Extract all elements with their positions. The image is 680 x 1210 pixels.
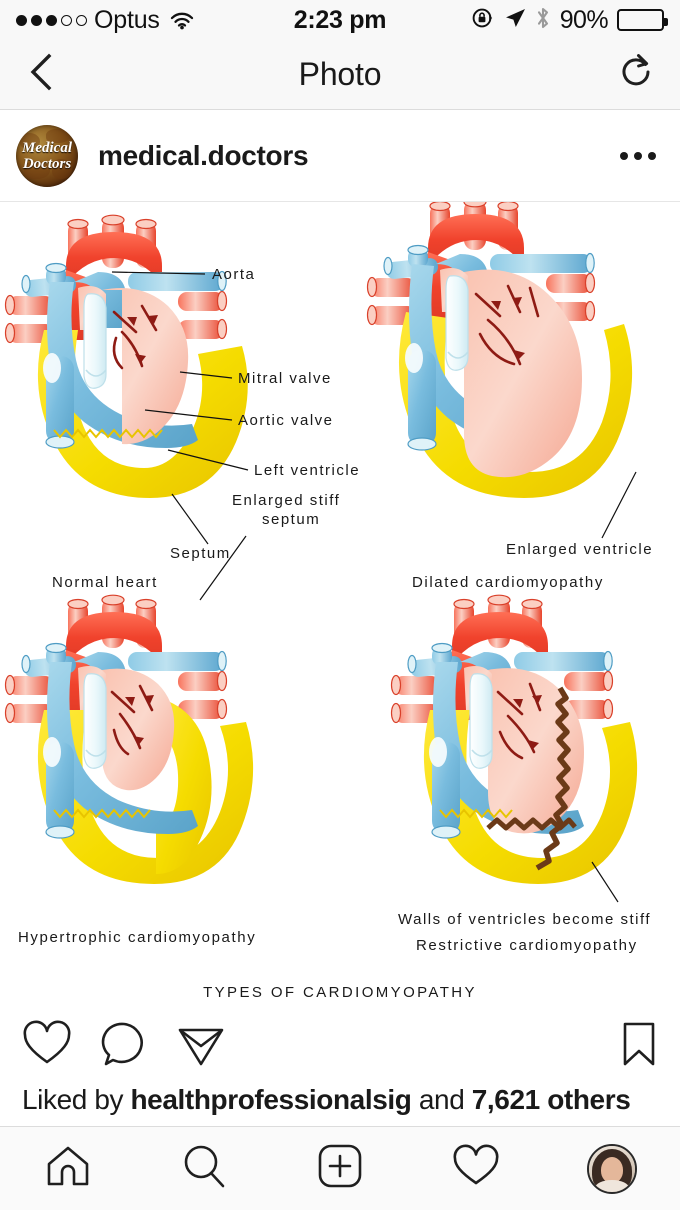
stiff-ventricle-wall xyxy=(535,686,571,871)
tab-activity[interactable] xyxy=(431,1127,521,1210)
battery-percentage: 90% xyxy=(559,5,609,34)
heart-icon xyxy=(452,1144,500,1193)
likes-middle: and xyxy=(411,1084,472,1115)
tab-search[interactable] xyxy=(159,1127,249,1210)
label-enlarged-stiff-line2: septum xyxy=(262,511,320,528)
diagram-title: TYPES OF CARDIOMYOPATHY xyxy=(203,984,477,1001)
heart-icon xyxy=(22,1020,72,1073)
right-heart-chamber xyxy=(47,282,198,448)
label-enlarged-stiff-line1: Enlarged stiff xyxy=(232,492,340,509)
enlarged-left-ventricle xyxy=(464,269,582,478)
likes-prefix: Liked by xyxy=(22,1084,131,1115)
heart-dilated xyxy=(366,202,633,498)
avatar-label-line2: Doctors xyxy=(22,155,72,172)
post-username[interactable]: medical.doctors xyxy=(98,139,309,171)
tab-add[interactable] xyxy=(295,1127,385,1210)
heart-hypertrophic xyxy=(4,594,254,884)
wifi-icon xyxy=(169,10,195,30)
bookmark-icon xyxy=(620,1020,658,1073)
profile-avatar-icon xyxy=(587,1143,637,1194)
caption-normal-heart: Normal heart xyxy=(52,574,158,591)
label-left-ventricle: Left ventricle xyxy=(254,462,360,479)
status-bar: Optus 2:23 pm xyxy=(0,0,680,40)
battery-icon xyxy=(617,9,668,31)
left-ventricle xyxy=(102,288,189,445)
page-title: Photo xyxy=(298,56,382,92)
heart-restrictive xyxy=(390,594,638,884)
label-aortic-valve: Aortic valve xyxy=(238,412,334,429)
save-button[interactable] xyxy=(620,1020,658,1073)
myocardium xyxy=(37,330,248,498)
refresh-icon xyxy=(618,52,654,97)
pulmonary-valve xyxy=(83,293,107,389)
label-aorta: Aorta xyxy=(212,266,255,283)
likes-username[interactable]: healthprofessionalsig xyxy=(130,1084,412,1115)
likes-text: Liked by healthprofessionalsig and 7,621… xyxy=(0,1082,680,1130)
more-options-icon xyxy=(620,151,628,160)
carrier-name: Optus xyxy=(94,5,160,34)
search-icon xyxy=(181,1143,227,1194)
chevron-left-icon xyxy=(26,52,56,97)
cardiomyopathy-diagram: Aorta Mitral valve Aortic valve Left ven… xyxy=(4,202,653,1001)
myocardium-thin xyxy=(398,312,633,498)
caption-hypertrophic: Hypertrophic cardiomyopathy xyxy=(18,929,256,946)
labels-hypertrophic: Enlarged stiff septum xyxy=(199,492,340,601)
right-arteries xyxy=(178,290,228,340)
post-header: Medical Doctors medical.doctors xyxy=(0,110,680,202)
tab-bar xyxy=(0,1126,680,1210)
label-septum: Septum xyxy=(170,545,231,562)
navigation-bar: Photo xyxy=(0,40,680,110)
avatar-label-line1: Medical xyxy=(22,139,72,156)
refresh-button[interactable] xyxy=(618,52,654,97)
location-arrow-icon xyxy=(504,7,526,34)
avatar[interactable]: Medical Doctors xyxy=(16,124,78,187)
comment-button[interactable] xyxy=(100,1020,148,1073)
tab-profile[interactable] xyxy=(567,1127,657,1210)
comment-icon xyxy=(100,1020,148,1073)
signal-strength-icon xyxy=(16,14,87,26)
small-left-ventricle xyxy=(102,668,175,791)
rotation-lock-icon xyxy=(471,6,495,35)
labels-restrictive: Walls of ventricles become stiff xyxy=(398,861,651,928)
labels-normal: Aorta Mitral valve Aortic valve Left ven… xyxy=(111,266,360,562)
blood-flow-arrows xyxy=(112,304,158,370)
home-icon xyxy=(45,1144,91,1193)
tab-home[interactable] xyxy=(23,1127,113,1210)
bluetooth-icon xyxy=(535,6,551,35)
labels-dilated: Enlarged ventricle xyxy=(506,471,653,558)
aorta xyxy=(66,232,162,284)
share-paper-plane-icon xyxy=(176,1020,226,1073)
heart-normal xyxy=(4,214,248,498)
caption-dilated: Dilated cardiomyopathy xyxy=(412,574,604,591)
status-bar-right: 90% xyxy=(471,5,668,35)
like-button[interactable] xyxy=(22,1020,72,1073)
label-walls-stiff: Walls of ventricles become stiff xyxy=(398,911,651,928)
plus-square-icon xyxy=(317,1143,363,1194)
label-mitral-valve: Mitral valve xyxy=(238,370,332,387)
post-actions xyxy=(0,1010,680,1082)
likes-count[interactable]: 7,621 others xyxy=(471,1084,631,1115)
back-button[interactable] xyxy=(26,52,56,97)
label-enlarged-ventricle: Enlarged ventricle xyxy=(506,541,653,558)
status-bar-left: Optus xyxy=(16,6,195,35)
caption-restrictive: Restrictive cardiomyopathy xyxy=(416,937,638,954)
share-button[interactable] xyxy=(176,1020,226,1073)
more-options-button[interactable] xyxy=(612,142,664,170)
post-image[interactable]: Aorta Mitral valve Aortic valve Left ven… xyxy=(0,202,680,1010)
avatar-globe-texture xyxy=(16,125,78,187)
myocardium-thick xyxy=(37,710,254,884)
